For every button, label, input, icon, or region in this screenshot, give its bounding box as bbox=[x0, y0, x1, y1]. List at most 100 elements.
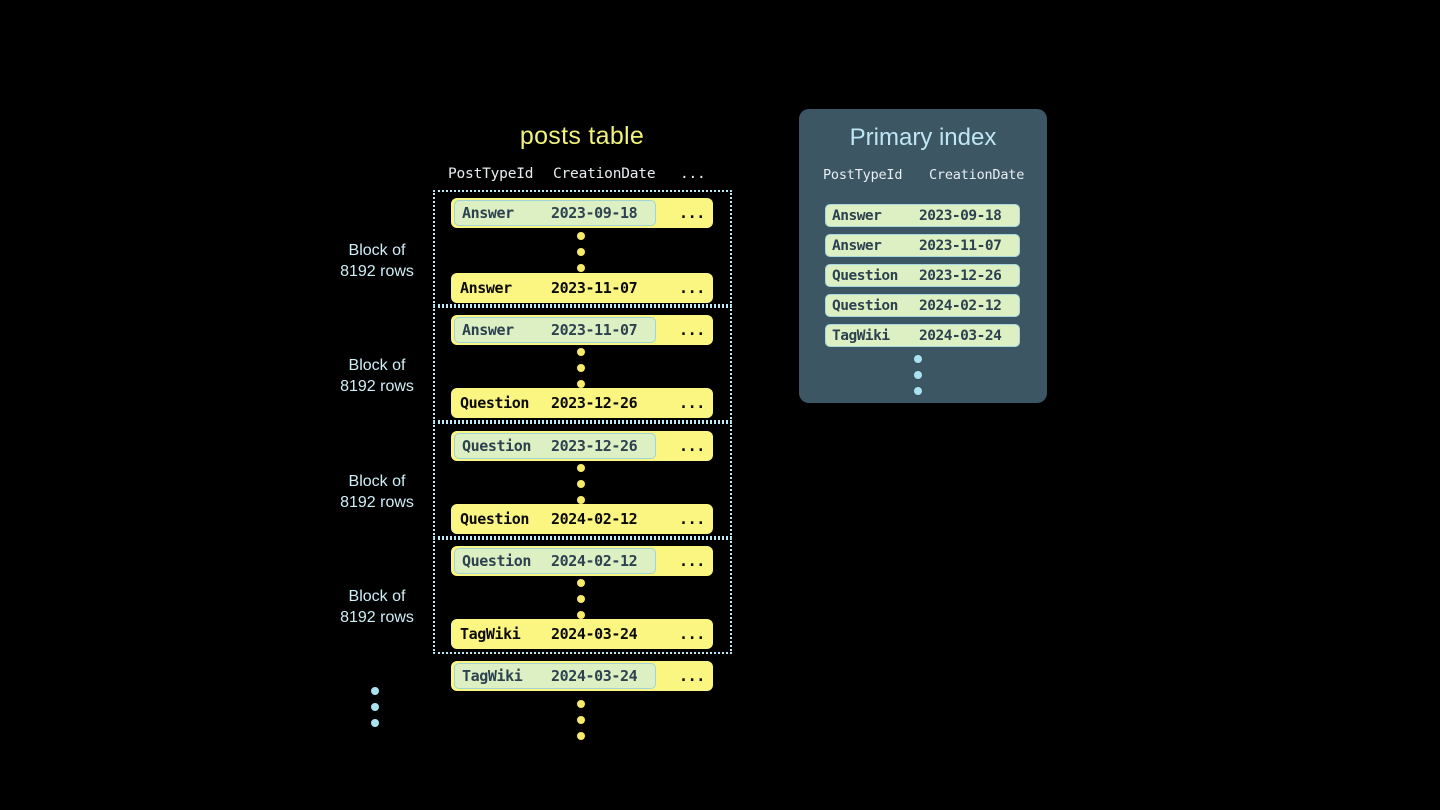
rows-ellipsis-vertical bbox=[577, 348, 587, 396]
index-row[interactable]: TagWiki 2024-03-24 bbox=[825, 324, 1020, 347]
cell-ellipsis: ... bbox=[679, 552, 705, 570]
dot bbox=[577, 480, 585, 488]
cell-ellipsis: ... bbox=[679, 667, 705, 685]
cell-posttypeid: Question bbox=[462, 552, 532, 570]
table-row[interactable]: Question 2023-12-26 ... bbox=[451, 431, 713, 461]
column-header-posttypeid: PostTypeId bbox=[448, 166, 534, 182]
cell-creationdate: 2023-11-07 bbox=[551, 279, 638, 297]
index-cell-creationdate: 2024-02-12 bbox=[919, 297, 1002, 314]
index-row[interactable]: Question 2023-12-26 bbox=[825, 264, 1020, 287]
table-row[interactable]: Question 2024-02-12 ... bbox=[451, 504, 713, 534]
block-label-2: Block of 8192 rows bbox=[318, 355, 436, 397]
table-row[interactable]: TagWiki 2024-03-24 ... bbox=[451, 661, 713, 691]
dot bbox=[577, 595, 585, 603]
block-4 bbox=[433, 538, 732, 654]
rows-ellipsis-vertical bbox=[577, 579, 587, 627]
index-cell-posttypeid: TagWiki bbox=[832, 327, 890, 344]
block-label-1: Block of 8192 rows bbox=[318, 240, 436, 282]
column-header-ellipsis: ... bbox=[680, 166, 706, 182]
index-continues-ellipsis bbox=[914, 355, 924, 403]
index-row[interactable]: Answer 2023-09-18 bbox=[825, 204, 1020, 227]
index-mark-highlight bbox=[454, 433, 656, 459]
table-continues-ellipsis bbox=[577, 700, 587, 748]
dot bbox=[914, 355, 922, 363]
table-row[interactable]: TagWiki 2024-03-24 ... bbox=[451, 619, 713, 649]
block-3 bbox=[433, 422, 732, 538]
block-label-3-line2: 8192 rows bbox=[340, 494, 414, 511]
cell-ellipsis: ... bbox=[679, 394, 705, 412]
index-cell-posttypeid: Answer bbox=[832, 207, 882, 224]
cell-posttypeid: TagWiki bbox=[460, 625, 521, 643]
dot bbox=[577, 732, 585, 740]
index-column-header-posttypeid: PostTypeId bbox=[823, 167, 903, 183]
block-label-1-line2: 8192 rows bbox=[340, 263, 414, 280]
table-row[interactable]: Question 2024-02-12 ... bbox=[451, 546, 713, 576]
dot bbox=[577, 496, 585, 504]
index-cell-posttypeid: Question bbox=[832, 297, 898, 314]
cell-creationdate: 2023-12-26 bbox=[551, 394, 638, 412]
table-row[interactable]: Question 2023-12-26 ... bbox=[451, 388, 713, 418]
cell-creationdate: 2024-03-24 bbox=[551, 667, 638, 685]
table-row[interactable]: Answer 2023-09-18 ... bbox=[451, 198, 713, 228]
index-mark-highlight bbox=[454, 663, 656, 689]
index-mark-highlight bbox=[454, 548, 656, 574]
block-label-4: Block of 8192 rows bbox=[318, 586, 436, 628]
rows-ellipsis-vertical bbox=[577, 232, 587, 280]
dot bbox=[577, 579, 585, 587]
cell-posttypeid: Question bbox=[462, 437, 532, 455]
index-mark-highlight bbox=[454, 317, 656, 343]
blocks-continue-ellipsis bbox=[371, 687, 381, 735]
table-row[interactable]: Answer 2023-11-07 ... bbox=[451, 273, 713, 303]
index-column-header-creationdate: CreationDate bbox=[929, 167, 1025, 183]
block-label-3: Block of 8192 rows bbox=[318, 471, 436, 513]
primary-index-title: Primary index bbox=[849, 124, 997, 151]
cell-posttypeid: Answer bbox=[462, 204, 514, 222]
cell-creationdate: 2024-02-12 bbox=[551, 510, 638, 528]
dot bbox=[577, 464, 585, 472]
cell-creationdate: 2024-02-12 bbox=[551, 552, 638, 570]
cell-ellipsis: ... bbox=[679, 437, 705, 455]
dot bbox=[577, 348, 585, 356]
cell-posttypeid: TagWiki bbox=[462, 667, 523, 685]
dot bbox=[577, 264, 585, 272]
cell-creationdate: 2023-09-18 bbox=[551, 204, 638, 222]
block-1 bbox=[433, 190, 732, 306]
table-row[interactable]: Answer 2023-11-07 ... bbox=[451, 315, 713, 345]
dot bbox=[371, 703, 379, 711]
index-cell-posttypeid: Question bbox=[832, 267, 898, 284]
block-label-1-line1: Block of bbox=[348, 242, 406, 259]
cell-creationdate: 2024-03-24 bbox=[551, 625, 638, 643]
cell-ellipsis: ... bbox=[679, 279, 705, 297]
block-label-4-line1: Block of bbox=[348, 588, 406, 605]
dot bbox=[914, 371, 922, 379]
index-mark-highlight bbox=[454, 200, 656, 226]
dot bbox=[914, 387, 922, 395]
cell-ellipsis: ... bbox=[679, 321, 705, 339]
dot bbox=[577, 700, 585, 708]
posts-table-title: posts table bbox=[519, 122, 645, 150]
cell-ellipsis: ... bbox=[679, 625, 705, 643]
cell-ellipsis: ... bbox=[679, 204, 705, 222]
block-label-3-line1: Block of bbox=[348, 473, 406, 490]
column-header-creationdate: CreationDate bbox=[553, 166, 656, 182]
index-cell-posttypeid: Answer bbox=[832, 237, 882, 254]
primary-index-column-headers: PostTypeId CreationDate bbox=[823, 167, 1033, 187]
index-row[interactable]: Answer 2023-11-07 bbox=[825, 234, 1020, 257]
rows-ellipsis-vertical bbox=[577, 464, 587, 512]
dot bbox=[371, 687, 379, 695]
index-row[interactable]: Question 2024-02-12 bbox=[825, 294, 1020, 317]
cell-creationdate: 2023-11-07 bbox=[551, 321, 638, 339]
index-cell-creationdate: 2023-12-26 bbox=[919, 267, 1002, 284]
block-2 bbox=[433, 306, 732, 422]
index-cell-creationdate: 2024-03-24 bbox=[919, 327, 1002, 344]
dot bbox=[577, 716, 585, 724]
index-cell-creationdate: 2023-09-18 bbox=[919, 207, 1002, 224]
block-label-4-line2: 8192 rows bbox=[340, 609, 414, 626]
primary-index-panel: Primary index PostTypeId CreationDate An… bbox=[799, 109, 1047, 403]
posts-table-column-headers: PostTypeId CreationDate ... bbox=[448, 166, 714, 186]
cell-creationdate: 2023-12-26 bbox=[551, 437, 638, 455]
cell-posttypeid: Answer bbox=[460, 279, 512, 297]
cell-ellipsis: ... bbox=[679, 510, 705, 528]
block-label-2-line1: Block of bbox=[348, 357, 406, 374]
